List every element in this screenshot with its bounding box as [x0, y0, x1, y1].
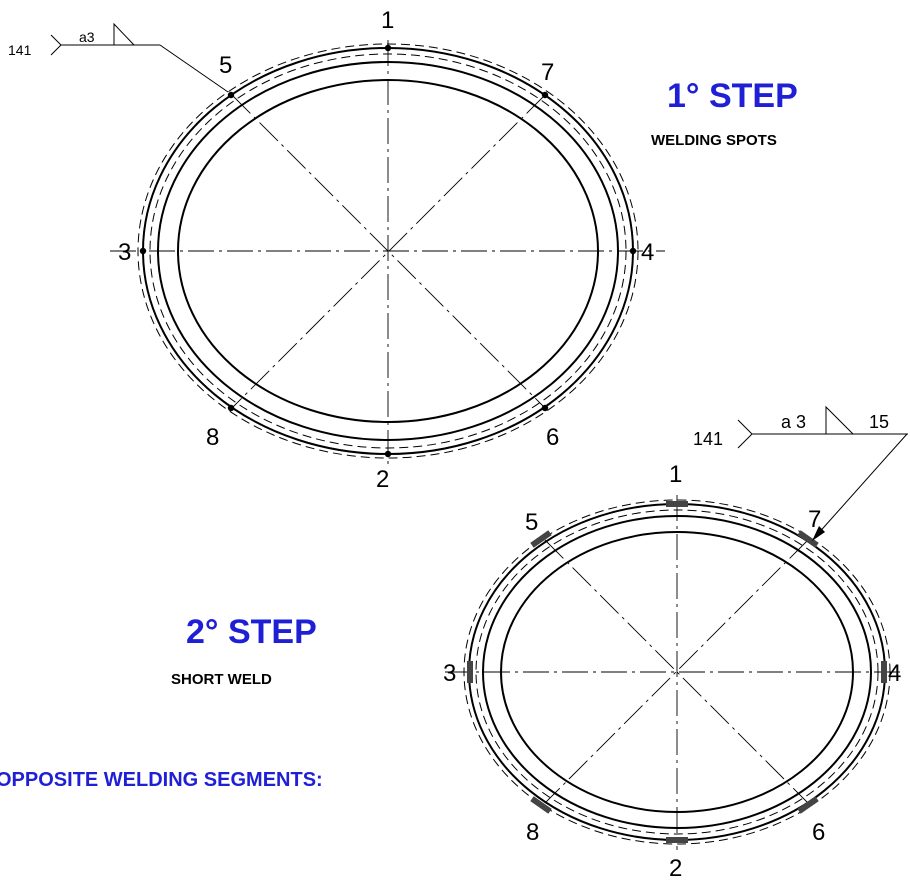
- step2-weld-segment-5: [530, 530, 552, 548]
- step2-weld-segment-1: [666, 501, 688, 507]
- step2-weld-segment-7: [797, 530, 819, 548]
- step1-weld-symbol: 141 a3: [8, 22, 229, 93]
- step1-inner-ring: [177, 79, 599, 423]
- step2-weld-tail: [737, 419, 753, 449]
- step1-fillet-weld-icon: [113, 22, 135, 46]
- step2-label-6: 6: [812, 819, 825, 846]
- step2-weld-process: 141: [693, 429, 723, 449]
- step1-diagonal-centerline-a: [231, 94, 546, 409]
- step2-weld-arrowhead-icon: [812, 526, 825, 541]
- step2-label-8: 8: [526, 819, 539, 846]
- step1-spot-4: [629, 247, 637, 255]
- step2-inner-dashed-ring: [475, 509, 879, 835]
- step2-subtitle: SHORT WELD: [171, 671, 272, 688]
- step1-label-4: 4: [641, 239, 654, 266]
- step2-weld-segment-3: [467, 661, 473, 683]
- step1-spot-6: [541, 404, 549, 412]
- step1-subtitle: WELDING SPOTS: [651, 132, 777, 149]
- step1-spot-1: [384, 44, 392, 52]
- step1-title: 1° STEP: [667, 77, 798, 115]
- step2-weld-length: 15: [869, 412, 889, 432]
- step1-spot-2: [384, 450, 392, 458]
- step2-diagram: 1 2 3 4 5 6 7 8 141 a 3 15 2° STEP SHORT…: [171, 405, 908, 880]
- step2-label-4: 4: [888, 660, 901, 687]
- step2-weld-segment-6: [797, 796, 819, 814]
- step2-outer-dashed-ring: [463, 499, 891, 845]
- step1-outer-dashed-ring: [137, 43, 639, 459]
- step2-weld-segment-8: [530, 796, 552, 814]
- step2-weld-symbol: 141 a 3 15: [693, 405, 908, 541]
- step2-label-1: 1: [669, 461, 682, 488]
- step2-inner-ring: [500, 531, 854, 813]
- step2-diagonal-centerline-a: [544, 539, 809, 804]
- step1-label-6: 6: [546, 424, 559, 451]
- step2-weld-arrow-line: [815, 433, 908, 537]
- step1-spot-5: [227, 91, 235, 99]
- step2-weld-segment-2: [666, 837, 688, 843]
- step1-label-2: 2: [376, 466, 389, 493]
- step1-spot-3: [139, 247, 147, 255]
- step1-label-5: 5: [219, 52, 232, 79]
- step2-fillet-weld-icon: [825, 405, 854, 435]
- step1-middle-ring: [157, 61, 619, 441]
- step1-weld-size: a3: [79, 29, 95, 45]
- step2-middle-ring: [482, 515, 872, 829]
- step2-title: 2° STEP: [186, 613, 317, 651]
- step1-spot-7: [541, 91, 549, 99]
- step2-label-7: 7: [808, 506, 821, 533]
- step1-diagonal-centerline-b: [231, 94, 546, 409]
- step2-weld-size: a 3: [781, 412, 806, 432]
- step2-label-2: 2: [669, 855, 682, 880]
- step1-weld-arrow-line: [159, 44, 229, 93]
- step1-label-7: 7: [541, 59, 554, 86]
- step2-label-5: 5: [525, 509, 538, 536]
- step2-label-3: 3: [443, 660, 456, 687]
- step1-weld-process: 141: [8, 42, 32, 58]
- step1-label-8: 8: [206, 424, 219, 451]
- step1-label-1: 1: [381, 7, 394, 34]
- step1-diagram: 1 2 3 4 5 6 7 8 141 a3 1° STEP WELDING S…: [8, 7, 798, 493]
- step1-inner-dashed-ring: [149, 53, 627, 449]
- opposite-segments-heading: OPPOSITE WELDING SEGMENTS:: [0, 769, 323, 791]
- step1-spot-8: [227, 404, 235, 412]
- step1-label-3: 3: [118, 239, 131, 266]
- step2-diagonal-centerline-b: [544, 539, 809, 804]
- step2-weld-segment-4: [881, 661, 887, 683]
- step1-weld-tail: [50, 34, 62, 56]
